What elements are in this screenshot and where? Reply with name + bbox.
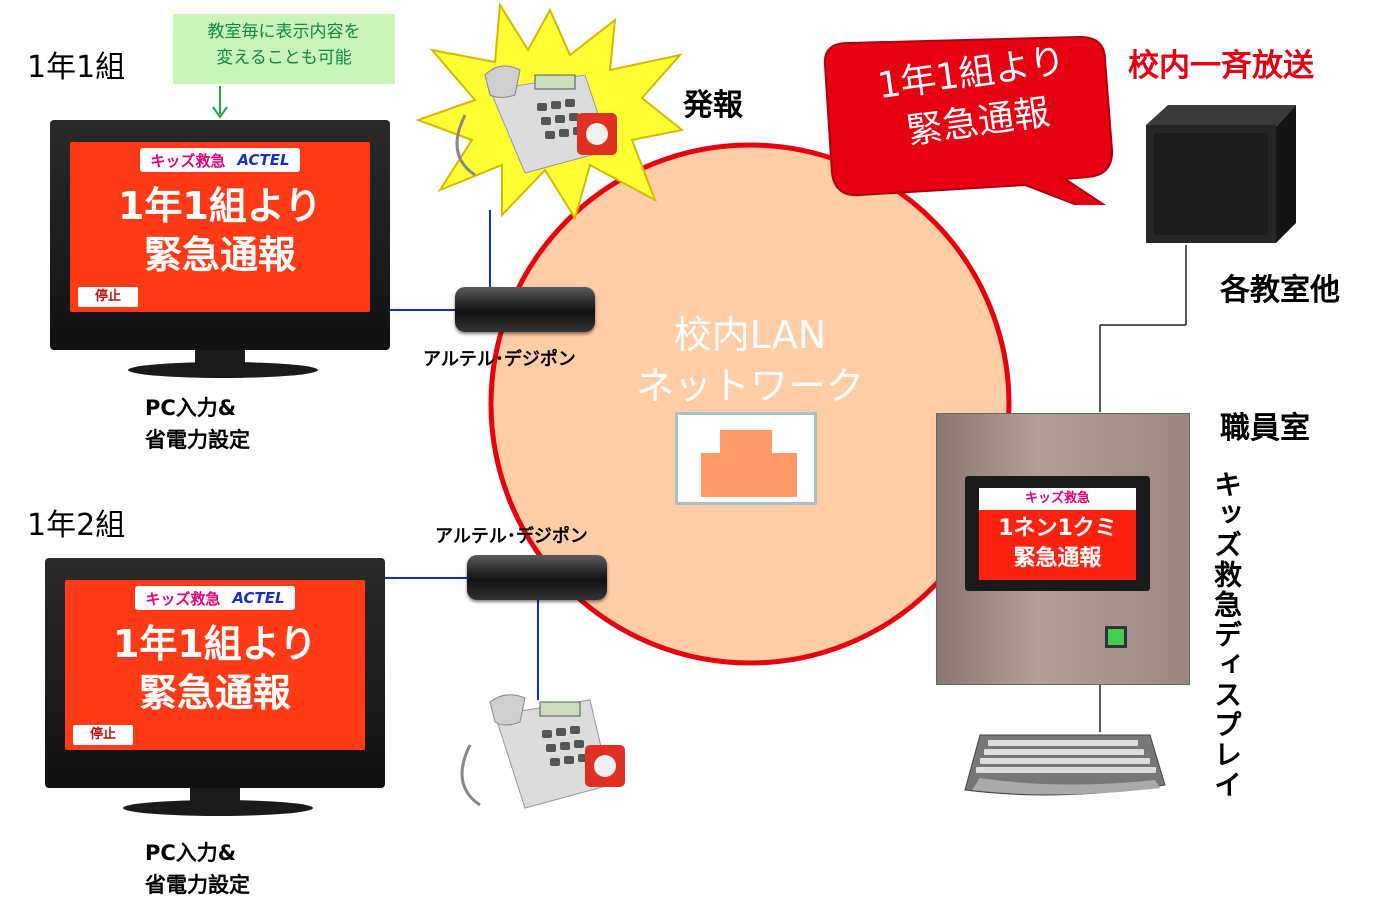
- classroom2-screen-message: 1年1組より 緊急通報: [65, 620, 365, 719]
- alert-label: 発報: [683, 88, 743, 123]
- classroom2-tv: キッズ救急 ACTEL 1年1組より 緊急通報 停止: [45, 558, 385, 788]
- message-line1: 1年1組より: [112, 622, 318, 666]
- classroom2-stop-button[interactable]: 停止: [73, 725, 133, 745]
- speaker-icon: [1146, 105, 1296, 243]
- power-button[interactable]: [1105, 626, 1127, 648]
- message-line1: 1年1組より: [117, 184, 323, 228]
- display-note-box: 教室毎に表示内容を 変えることも可能: [173, 14, 395, 84]
- setting-line2: 省電力設定: [145, 427, 250, 452]
- classroom2-label: 1年2組: [27, 508, 126, 543]
- classroom2-screen-header: キッズ救急 ACTEL: [135, 586, 295, 610]
- note-line1: 教室毎に表示内容を: [207, 22, 361, 42]
- actel-logo: ACTEL: [237, 151, 290, 169]
- display-unit-message: 1ネン1クミ 緊急通報: [979, 514, 1136, 573]
- brand-logo: キッズ救急: [150, 151, 226, 170]
- note-arrow-icon: [212, 86, 228, 119]
- lan-label: 校内LAN ネットワーク: [620, 310, 880, 413]
- classroom1-router-label: アルテル･デジポン: [423, 349, 576, 370]
- setting-line1: PC入力&: [145, 841, 237, 865]
- classroom1-tv-stand: [128, 362, 318, 378]
- brand-logo: キッズ救急: [145, 589, 221, 608]
- classroom1-label: 1年1組: [27, 50, 126, 85]
- classroom1-tv: キッズ救急 ACTEL 1年1組より 緊急通報 停止: [50, 120, 390, 350]
- staff-room-label: 職員室: [1220, 411, 1310, 446]
- classroom1-emergency-phone[interactable]: [445, 55, 630, 199]
- classroom1-stop-button[interactable]: 停止: [78, 287, 138, 307]
- setting-line2: 省電力設定: [145, 872, 250, 897]
- classroom1-setting-label: PC入力& 省電力設定: [145, 393, 250, 456]
- classroom2-tv-neck: [190, 788, 240, 802]
- keyboard-icon[interactable]: [960, 730, 1170, 804]
- lan-label-line1: 校内LAN: [673, 313, 827, 357]
- classroom1-router: [455, 287, 595, 332]
- kids-kyukyu-display-unit: キッズ救急 1ネン1クミ 緊急通報: [936, 413, 1190, 685]
- display-unit-bezel: キッズ救急 1ネン1クミ 緊急通報: [965, 476, 1150, 591]
- broadcast-speech-bubble: [823, 35, 1114, 205]
- classroom2-router: [467, 555, 607, 600]
- classroom2-setting-label: PC入力& 省電力設定: [145, 838, 250, 901]
- classroom2-tv-screen: キッズ救急 ACTEL 1年1組より 緊急通報 停止: [65, 580, 365, 750]
- lan-port-icon: [675, 412, 817, 505]
- display-unit-screen: キッズ救急 1ネン1クミ 緊急通報: [979, 488, 1136, 580]
- classroom1-screen-header: キッズ救急 ACTEL: [140, 148, 300, 172]
- display-message-line1: 1ネン1クミ: [998, 516, 1117, 541]
- classroom2-router-label: アルテル･デジポン: [435, 526, 588, 547]
- message-line2: 緊急通報: [143, 233, 296, 278]
- display-message-line2: 緊急通報: [1013, 545, 1102, 571]
- classroom2-tv-stand: [123, 800, 313, 816]
- classroom1-tv-screen: キッズ救急 ACTEL 1年1組より 緊急通報 停止: [70, 142, 370, 312]
- lan-network-circle: [488, 142, 1012, 666]
- actel-logo: ACTEL: [232, 589, 285, 607]
- display-unit-brand: キッズ救急: [979, 488, 1136, 510]
- classroom1-screen-message: 1年1組より 緊急通報: [70, 182, 370, 281]
- setting-line1: PC入力&: [145, 396, 237, 420]
- message-line2: 緊急通報: [138, 671, 291, 716]
- note-line2: 変えることも可能: [216, 48, 352, 69]
- classroom1-tv-neck: [195, 350, 245, 364]
- broadcast-title: 校内一斉放送: [1128, 48, 1314, 84]
- display-unit-label: キッズ救急ディスプレイ: [1210, 470, 1243, 800]
- lan-label-line2: ネットワーク: [635, 364, 864, 409]
- classroom2-emergency-phone[interactable]: [450, 690, 635, 834]
- speaker-label: 各教室他: [1220, 273, 1340, 308]
